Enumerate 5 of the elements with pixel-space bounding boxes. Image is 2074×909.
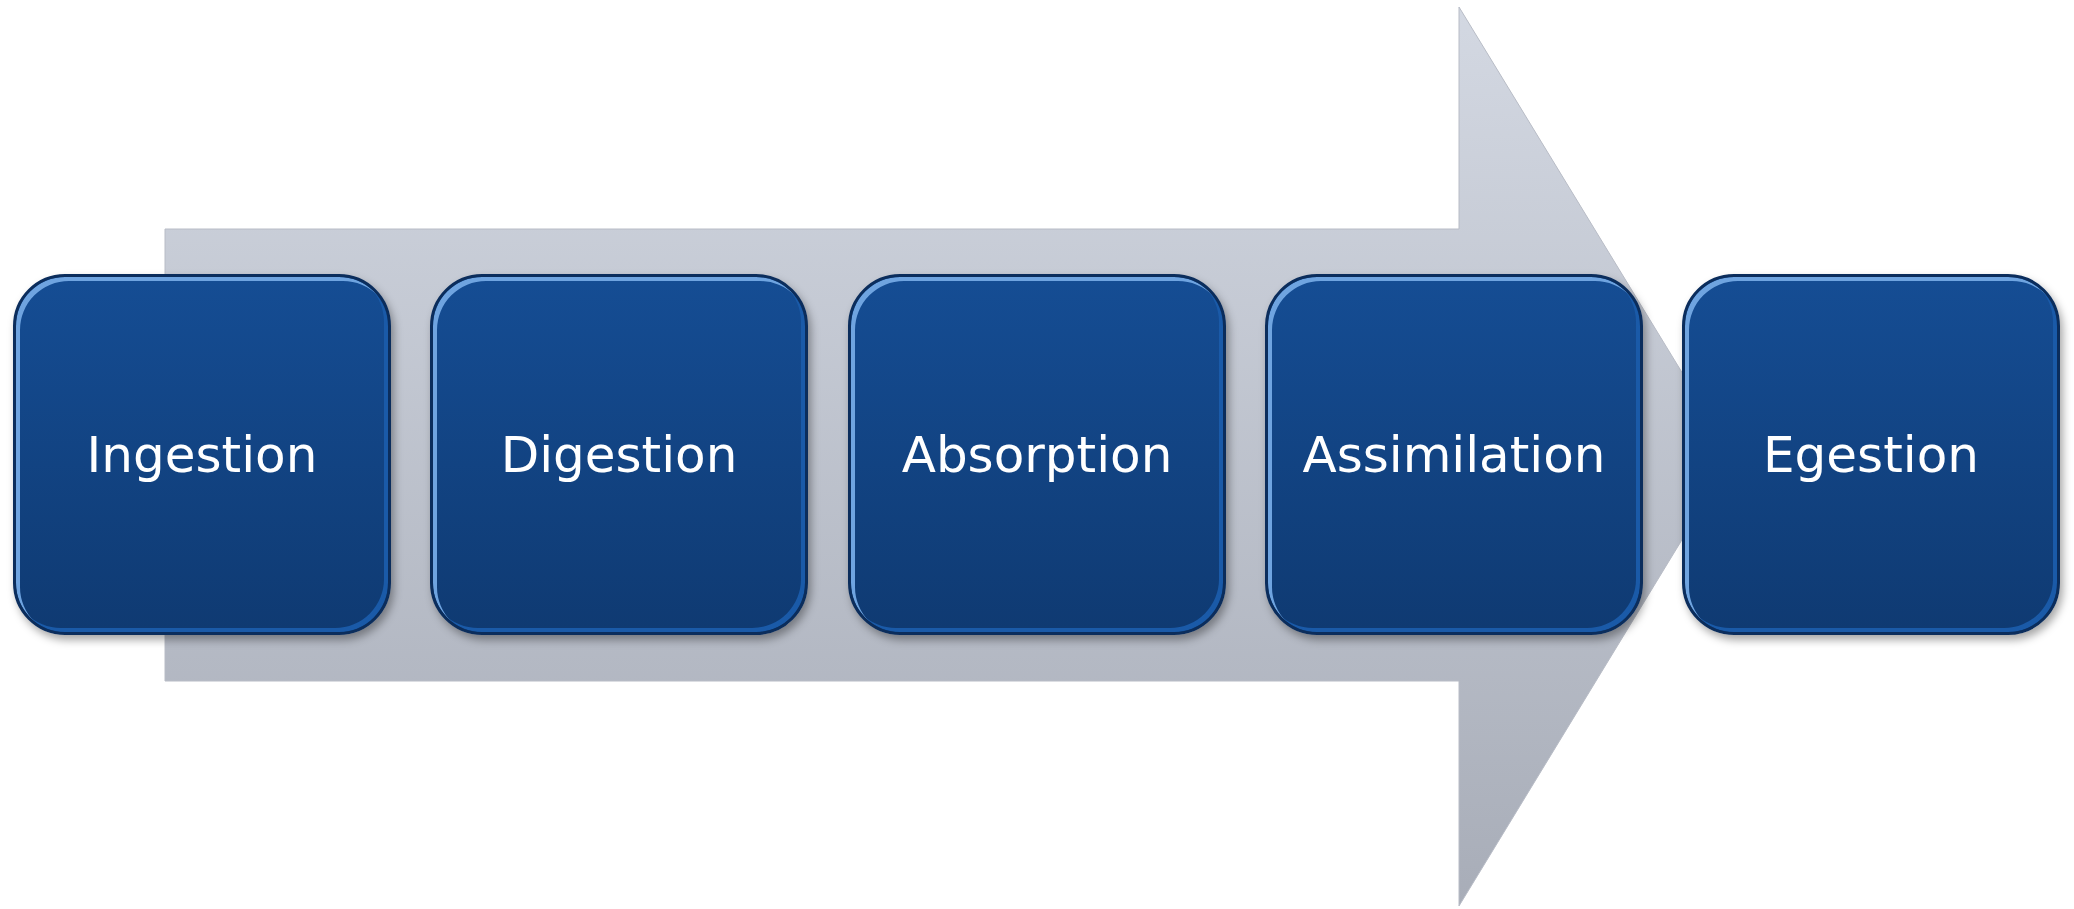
process-box: Assimilation <box>1265 274 1643 635</box>
process-box: Absorption <box>848 274 1226 635</box>
process-box: Ingestion <box>13 274 391 635</box>
process-box: Egestion <box>1682 274 2060 635</box>
process-box: Digestion <box>430 274 808 635</box>
